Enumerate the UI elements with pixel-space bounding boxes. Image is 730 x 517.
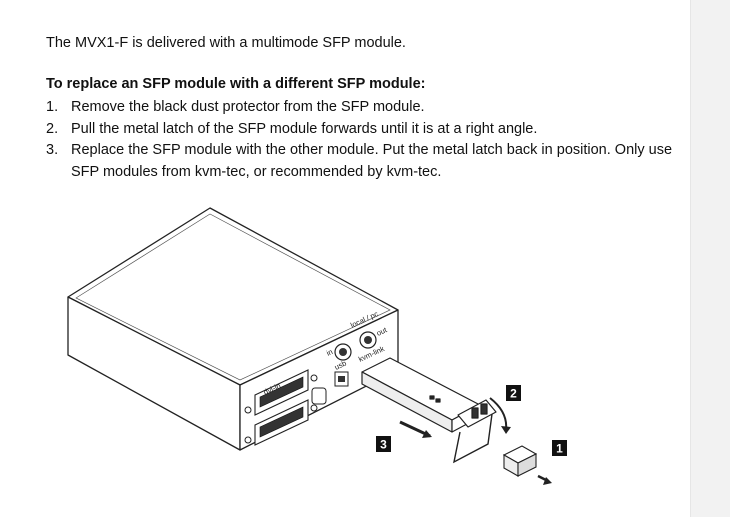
metal-latch <box>453 413 493 464</box>
dust-protector <box>502 445 538 477</box>
callout-1: 1 <box>552 440 567 456</box>
callout-3-label: 3 <box>380 438 387 452</box>
step-number: 1. <box>46 99 59 115</box>
document-page: The MVX1-F is delivered with a multimode… <box>46 35 676 500</box>
step-number: 2. <box>46 120 59 137</box>
dvi-connector-lower <box>244 399 318 446</box>
device-illustration: dvi-in usb in out local / pc kvm-link <box>67 207 567 485</box>
callout-1-label: 1 <box>556 442 563 456</box>
callout-2-label: 2 <box>510 387 517 401</box>
list-item: 1. Remove the black dust protector from … <box>46 97 676 119</box>
dvi-connector-upper <box>244 369 318 416</box>
step-text: Replace the SFP module with the other mo… <box>71 142 673 180</box>
list-item: 2. Pull the metal latch of the SFP modul… <box>46 119 676 141</box>
sfp-module <box>361 357 497 433</box>
step-text: Remove the black dust protector from the… <box>71 99 425 115</box>
side-panel <box>690 0 730 517</box>
label-in: in <box>325 347 334 358</box>
step-number: 3. <box>46 142 59 158</box>
callout-2: 2 <box>506 385 521 401</box>
label-out: out <box>375 325 389 338</box>
callout-3: 3 <box>376 436 391 452</box>
step-text: Pull the metal latch of the SFP module f… <box>71 120 538 137</box>
steps-list: 1. Remove the black dust protector from … <box>46 97 676 183</box>
sfp-replacement-figure: dvi-in usb in out local / pc kvm-link <box>60 200 580 500</box>
list-item: 3. Replace the SFP module with the other… <box>46 140 676 183</box>
procedure-heading: To replace an SFP module with a differen… <box>46 76 426 92</box>
intro-text: The MVX1-F is delivered with a multimode… <box>46 35 406 51</box>
button-port <box>311 387 327 405</box>
